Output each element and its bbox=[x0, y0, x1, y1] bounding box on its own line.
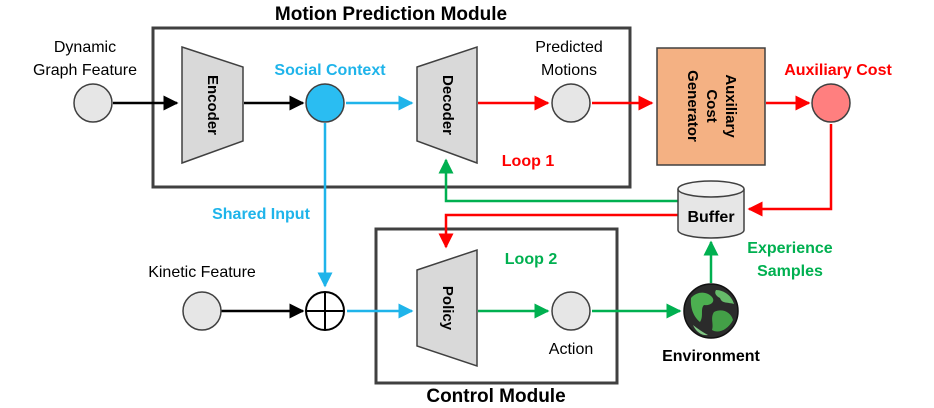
arrow-buffer-to-decoder bbox=[438, 158, 678, 203]
arrow-buffer-to-policy bbox=[438, 213, 678, 249]
auxiliary-cost-generator-block bbox=[656, 47, 766, 166]
buffer-label: Buffer bbox=[687, 209, 734, 226]
predicted-motions-label-1: Predicted bbox=[535, 39, 603, 56]
action-node bbox=[551, 291, 591, 331]
auxiliary-cost-label: Auxiliary Cost bbox=[784, 62, 892, 79]
encoder-label: Encoder bbox=[204, 75, 221, 135]
decoder-label: Decoder bbox=[439, 75, 456, 135]
action-label: Action bbox=[549, 341, 593, 358]
globe-icon bbox=[683, 283, 739, 339]
cost-generator-label-1: Auxiliary bbox=[722, 74, 739, 138]
circle-plus-icon bbox=[305, 291, 345, 331]
cost-generator-label-2: Cost bbox=[703, 89, 720, 122]
experience-label-2: Samples bbox=[757, 263, 823, 280]
dynamic-feature-node bbox=[73, 83, 113, 123]
shared-input-label: Shared Input bbox=[212, 206, 310, 223]
loop2-label: Loop 2 bbox=[505, 251, 558, 268]
control-module-frame bbox=[374, 227, 619, 385]
encoder-block bbox=[181, 45, 244, 165]
predicted-motions-label-2: Motions bbox=[541, 62, 597, 79]
auxiliary-cost-node bbox=[811, 83, 851, 123]
cost-generator-label-3: Generator bbox=[684, 70, 701, 142]
predicted-motions-node bbox=[551, 83, 591, 123]
dynamic-feature-label-2: Graph Feature bbox=[33, 62, 137, 79]
database-cylinder-icon bbox=[677, 180, 745, 239]
loop1-label: Loop 1 bbox=[502, 153, 555, 170]
motion-prediction-module-title: Motion Prediction Module bbox=[275, 4, 507, 25]
experience-label-1: Experience bbox=[747, 240, 832, 257]
kinetic-feature-label: Kinetic Feature bbox=[148, 264, 256, 281]
social-context-label: Social Context bbox=[274, 62, 386, 79]
environment-label: Environment bbox=[662, 348, 760, 365]
decoder-block bbox=[416, 45, 478, 165]
social-context-node bbox=[305, 83, 345, 123]
policy-label: Policy bbox=[439, 286, 456, 331]
policy-block bbox=[416, 248, 478, 368]
dynamic-feature-label-1: Dynamic bbox=[54, 39, 116, 56]
control-module-title: Control Module bbox=[426, 386, 565, 407]
kinetic-feature-node bbox=[182, 291, 222, 331]
motion-prediction-module-frame bbox=[151, 26, 632, 189]
arrow-cost-to-buffer bbox=[747, 124, 833, 217]
